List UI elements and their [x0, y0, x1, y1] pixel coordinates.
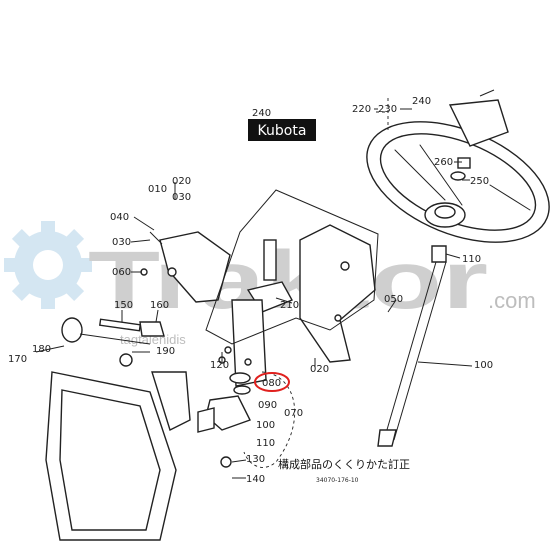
label-140: 140	[246, 474, 265, 485]
footer-note: 構成部品のくくりかた訂正	[278, 457, 410, 471]
label-060: 060	[112, 267, 131, 278]
label-110: 110	[462, 254, 481, 265]
label-100: 100	[256, 420, 275, 431]
label-210: 210	[280, 300, 299, 311]
label-230: 230	[378, 104, 397, 115]
label-120: 120	[210, 360, 229, 371]
label-240: 240	[412, 96, 431, 107]
label-040: 040	[110, 212, 129, 223]
label-250: 250	[470, 176, 489, 187]
watermark-user: tagtalenidis	[120, 332, 186, 347]
label-020: 020	[172, 176, 191, 187]
label-070: 070	[284, 408, 303, 419]
column-bracket	[218, 239, 293, 387]
label-180: 180	[32, 344, 51, 355]
watermark-main: Traktor	[88, 235, 488, 326]
label-220: 220	[352, 104, 371, 115]
kubota-badge: Kubota 240	[248, 108, 316, 141]
label-030a: 030	[172, 192, 191, 203]
label-030b: 030	[112, 237, 131, 248]
kubota-logo-text: Kubota	[258, 123, 307, 139]
left-cover	[140, 231, 231, 303]
label-170: 170	[8, 354, 27, 365]
watermark-domain: .com	[488, 288, 536, 313]
label-050: 050	[384, 294, 403, 305]
label-090: 090	[258, 400, 277, 411]
dash-frame	[45, 371, 191, 541]
label-080: 080	[262, 378, 281, 389]
label-110b: 110	[256, 438, 275, 449]
footer-code: 34070-176-10	[316, 477, 359, 484]
highlight-080: 080	[254, 372, 290, 392]
horn-cap	[448, 89, 509, 147]
steering-wheel	[366, 121, 550, 243]
steering-column	[377, 245, 447, 447]
label-020b: 020	[310, 364, 329, 375]
label-260: 260	[434, 157, 453, 168]
label-130: 130	[246, 454, 265, 465]
part-labels: 010 020 030 040 030 060 150 160 170 180 …	[8, 96, 493, 485]
label-190: 190	[156, 346, 175, 357]
label-010: 010	[148, 184, 167, 195]
label-100b: 100	[474, 360, 493, 371]
badge-ref-label: 240	[252, 108, 271, 119]
watermark-gear-icon	[4, 221, 92, 309]
steering-valve	[197, 372, 251, 468]
label-160: 160	[150, 300, 169, 311]
column-panel	[299, 224, 376, 363]
label-150: 150	[114, 300, 133, 311]
leader-lines	[35, 108, 473, 479]
throttle-lever	[61, 317, 165, 367]
